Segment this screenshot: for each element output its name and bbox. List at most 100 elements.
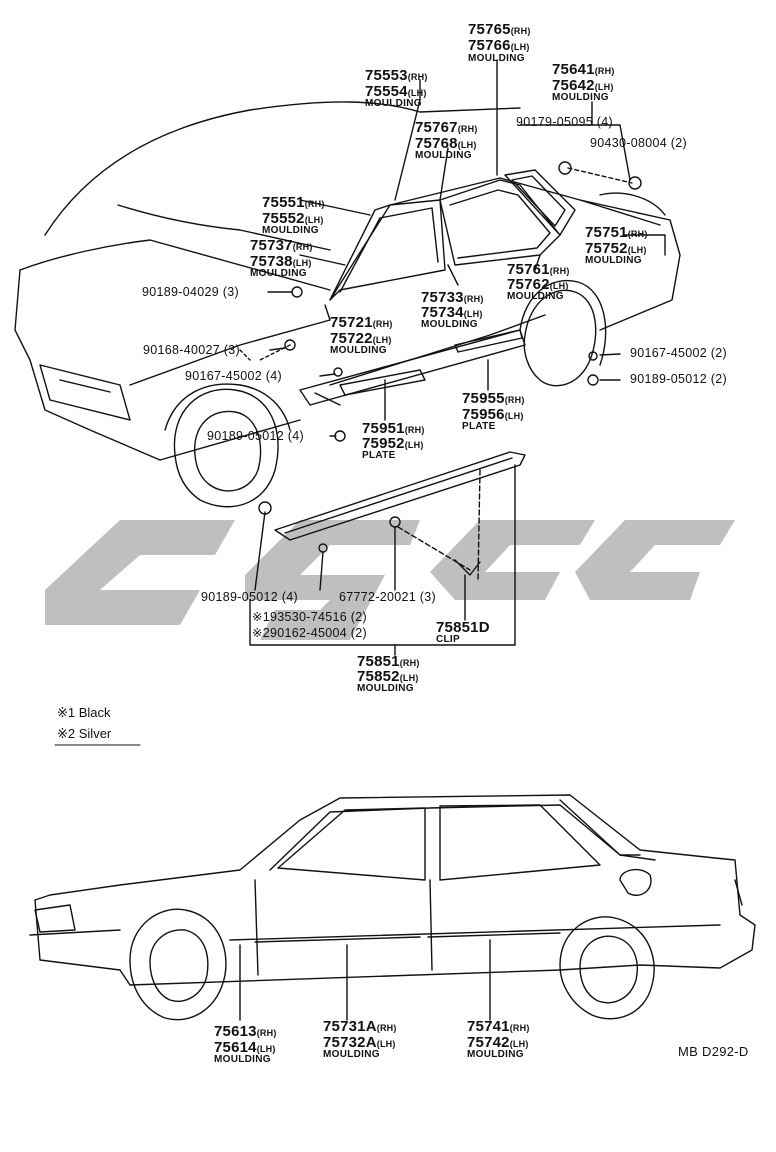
- moulding-caption: MOULDING: [262, 225, 319, 236]
- legend-black: ※1 Black: [57, 706, 111, 719]
- part-75641: 75641: [552, 61, 595, 78]
- qty: (3): [222, 285, 239, 299]
- part-75956: 75956: [462, 406, 505, 423]
- lower-front-wheel: [129, 908, 227, 1021]
- qty: (2): [350, 626, 367, 640]
- moulding-caption: MOULDING: [507, 291, 564, 302]
- lh-tag: (LH): [549, 281, 569, 291]
- rh-tag: (RH): [549, 266, 570, 276]
- upper-rear-wheel: [523, 289, 597, 387]
- legend-silver: ※2 Silver: [57, 727, 111, 740]
- part-75554: 75554: [365, 83, 408, 100]
- moulding-caption: MOULDING: [214, 1054, 271, 1065]
- part-75741: 75741: [467, 1018, 510, 1035]
- rh-tag: (RH): [399, 658, 420, 668]
- moulding-caption: MOULDING: [323, 1049, 380, 1060]
- part-75742: 75742: [467, 1034, 510, 1051]
- part-90167-45002: 90167-45002: [630, 346, 707, 360]
- rh-tag: (RH): [627, 229, 648, 239]
- lh-tag: (LH): [256, 1044, 276, 1054]
- rocker-panel: [299, 329, 526, 406]
- lh-tag: (LH): [376, 1039, 396, 1049]
- part-75762: 75762: [507, 276, 550, 293]
- moulding-caption: MOULDING: [552, 92, 609, 103]
- lower-car-front-window: [277, 807, 426, 881]
- part-75852: 75852: [357, 668, 400, 685]
- part-67772-20021: 67772-20021: [339, 590, 416, 604]
- legend-mark-1: ※1: [57, 705, 76, 720]
- moulding-caption: MOULDING: [468, 53, 525, 64]
- rh-tag: (RH): [256, 1028, 277, 1038]
- qty: (2): [670, 136, 687, 150]
- moulding-caption: MOULDING: [365, 98, 422, 109]
- moulding-caption: MOULDING: [467, 1049, 524, 1060]
- part-75851D: 75851D: [436, 619, 490, 636]
- lh-tag: (LH): [509, 1039, 529, 1049]
- qty: (4): [281, 590, 298, 604]
- part-90167-45002: 90167-45002: [185, 369, 262, 383]
- lh-tag: (LH): [404, 440, 424, 450]
- qty: (2): [710, 372, 727, 386]
- qty: (2): [710, 346, 727, 360]
- quarter-window: [504, 169, 576, 236]
- drawing-reference: MB D292-D: [678, 1044, 749, 1059]
- part-193530-74516: ※193530-74516: [252, 610, 348, 624]
- lh-tag: (LH): [304, 215, 324, 225]
- moulding-caption: MOULDING: [415, 150, 472, 161]
- lower-rear-wheel: [559, 916, 655, 1020]
- part-75738: 75738: [250, 253, 293, 270]
- upper-front-wheel: [173, 388, 279, 508]
- part-75551: 75551: [262, 194, 305, 211]
- qty: (3): [223, 343, 240, 357]
- part-75734: 75734: [421, 304, 464, 321]
- lower-car-greenhouse: [269, 804, 656, 871]
- moulding-caption: MOULDING: [585, 255, 642, 266]
- part-90189-05012: 90189-05012: [201, 590, 278, 604]
- legend-black-label: Black: [78, 705, 111, 720]
- moulding-caption: MOULDING: [421, 319, 478, 330]
- part-75765: 75765: [468, 21, 511, 38]
- part-75955: 75955: [462, 390, 505, 407]
- sill-plate-rear: [454, 329, 523, 353]
- qty: (4): [265, 369, 282, 383]
- part-75951: 75951: [362, 420, 405, 437]
- lh-tag: (LH): [457, 140, 477, 150]
- door-frame-front: [329, 199, 446, 301]
- watermark-logo: [45, 520, 735, 640]
- rh-tag: (RH): [407, 72, 428, 82]
- rh-tag: (RH): [292, 242, 313, 252]
- upper-car-roof: [44, 101, 521, 236]
- part-75761: 75761: [507, 261, 550, 278]
- part-75642: 75642: [552, 77, 595, 94]
- part-290162-45004: ※290162-45004: [252, 626, 348, 640]
- qty: (4): [287, 429, 304, 443]
- legend-mark-2: ※2: [57, 726, 76, 741]
- lh-tag: (LH): [292, 258, 312, 268]
- qty: (2): [350, 610, 367, 624]
- sill-plate-front: [339, 369, 426, 396]
- lh-tag: (LH): [510, 42, 530, 52]
- part-75732A: 75732A: [323, 1034, 377, 1051]
- lower-moulding-line: [229, 924, 721, 941]
- side-moulding-strip: [274, 451, 526, 541]
- part-75767: 75767: [415, 119, 458, 136]
- part-75752: 75752: [585, 240, 628, 257]
- part-90430-08004: 90430-08004: [590, 136, 667, 150]
- part-75851: 75851: [357, 653, 400, 670]
- moulding-caption: MOULDING: [250, 268, 307, 279]
- part-75552: 75552: [262, 210, 305, 227]
- qty: (3): [419, 590, 436, 604]
- rh-tag: (RH): [504, 395, 525, 405]
- part-75766: 75766: [468, 37, 511, 54]
- rh-tag: (RH): [304, 199, 325, 209]
- part-75614: 75614: [214, 1039, 257, 1056]
- part-75768: 75768: [415, 135, 458, 152]
- rh-tag: (RH): [510, 26, 531, 36]
- part-75737: 75737: [250, 237, 293, 254]
- plate-caption: PLATE: [362, 450, 396, 461]
- legend-silver-label: Silver: [78, 726, 112, 741]
- lh-tag: (LH): [594, 82, 614, 92]
- clip-caption: CLIP: [436, 634, 460, 645]
- lh-tag: (LH): [372, 335, 392, 345]
